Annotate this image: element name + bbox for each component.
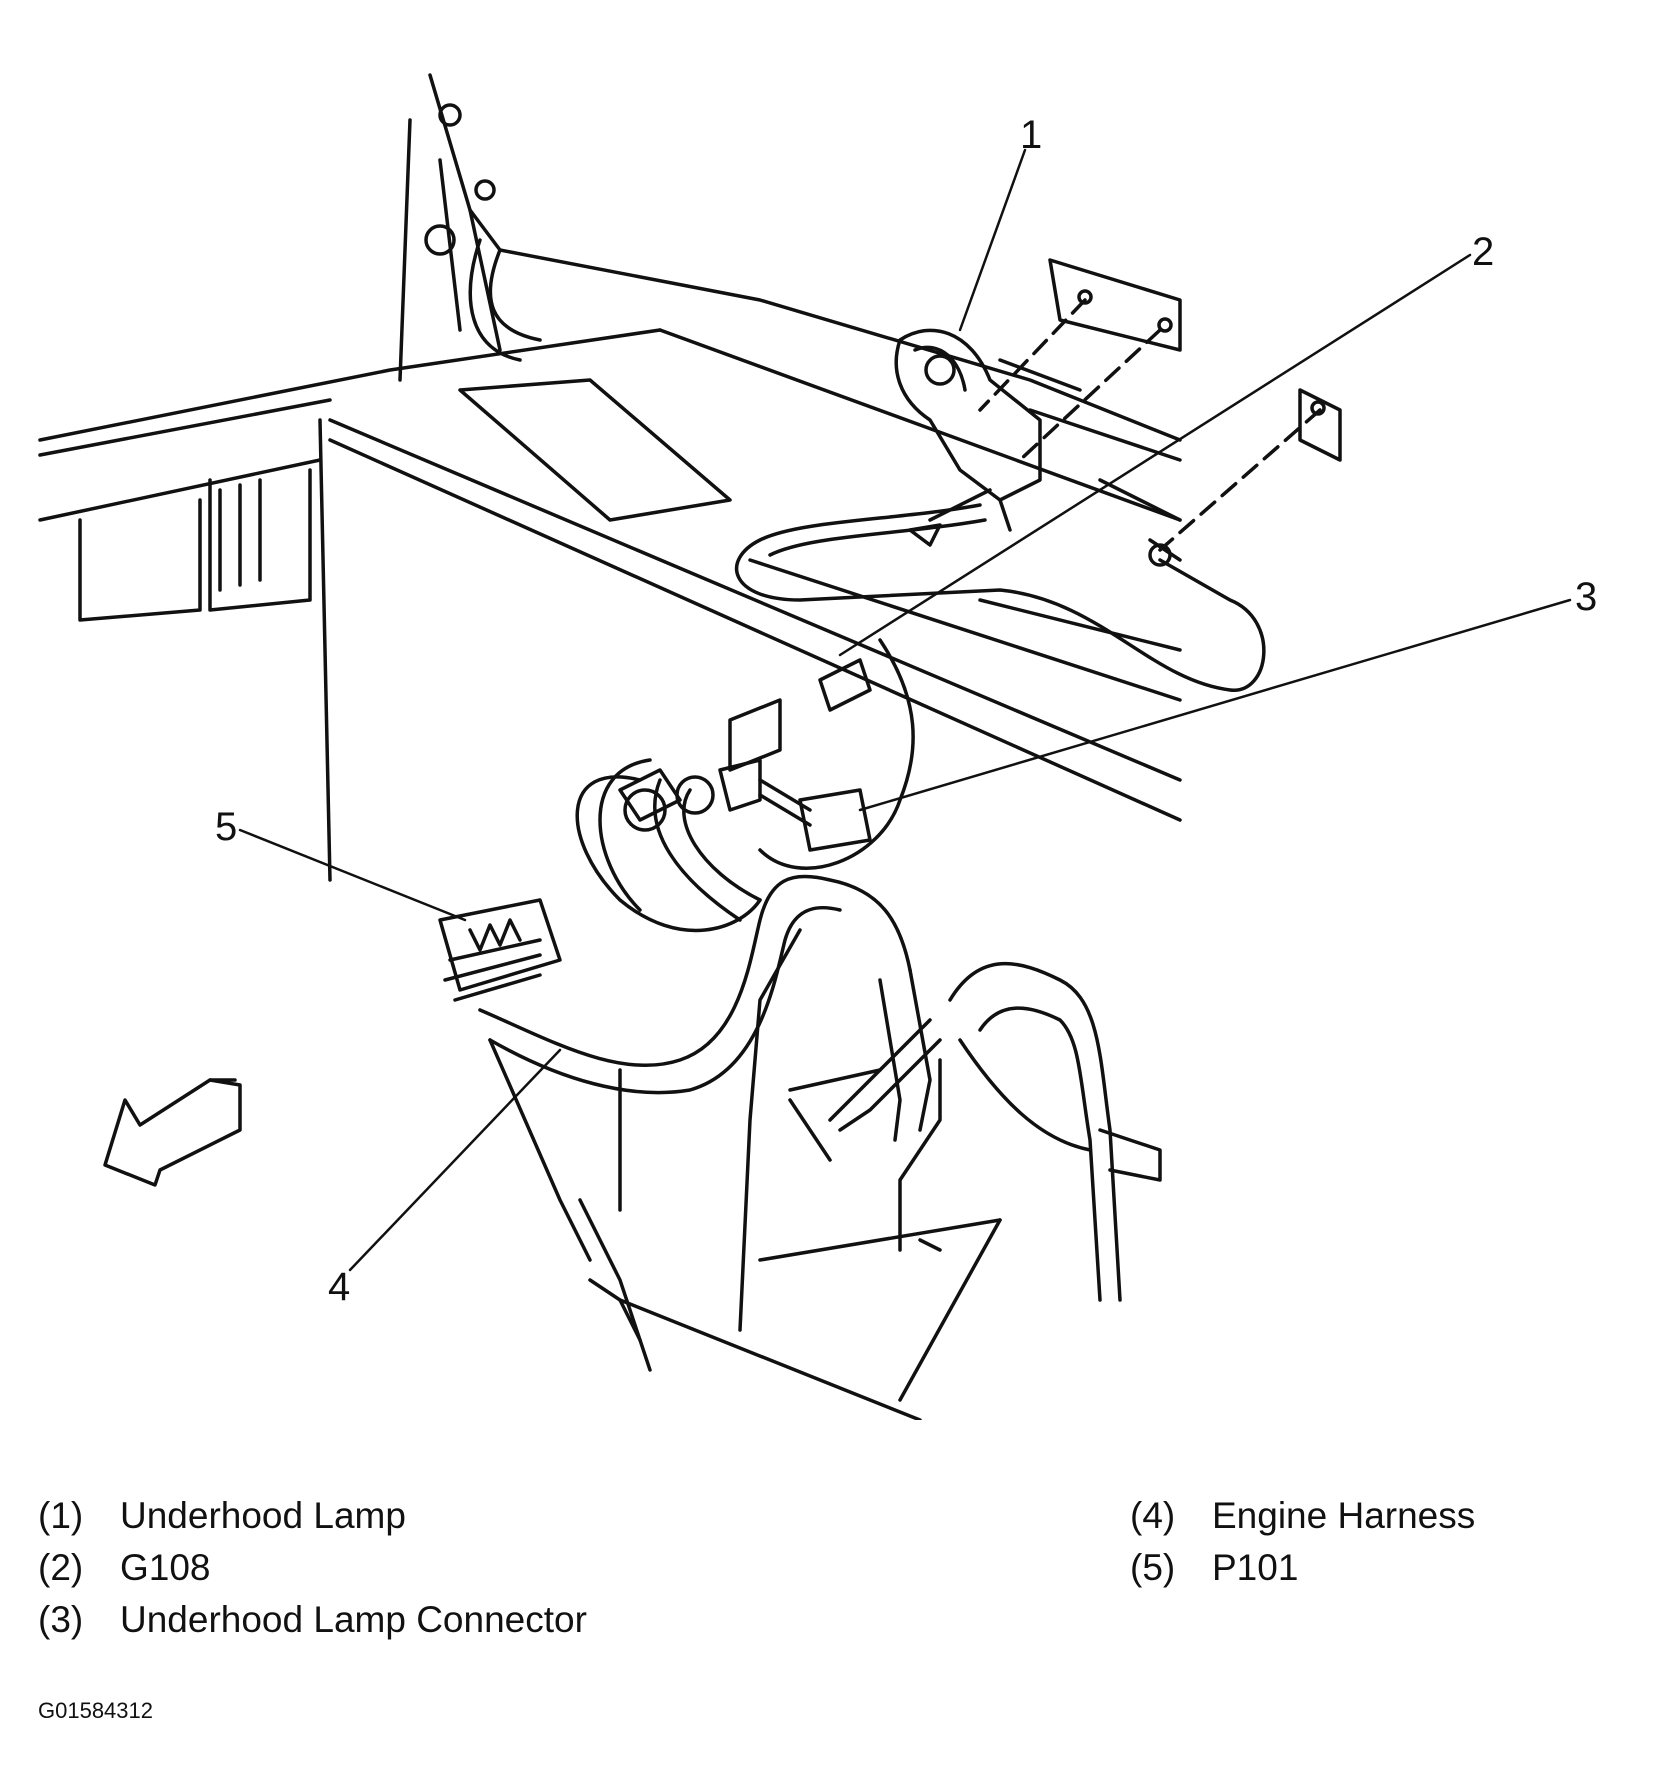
callout-3: 3 bbox=[1575, 575, 1597, 619]
legend-label: G108 bbox=[120, 1547, 211, 1588]
legend-number: (5) bbox=[1130, 1547, 1176, 1588]
callout-5: 5 bbox=[215, 805, 237, 849]
g108-ground bbox=[618, 658, 872, 832]
diagram-drawing: 1 2 3 4 5 bbox=[38, 73, 1597, 1420]
callout-numbers: 1 2 3 4 5 bbox=[215, 113, 1597, 1309]
figure-code: G01584312 bbox=[38, 1698, 153, 1723]
legend-item: (5) P101 bbox=[1130, 1547, 1475, 1599]
support-structure bbox=[488, 928, 1002, 1420]
forward-direction-arrow-icon bbox=[103, 1078, 242, 1187]
legend-number: (4) bbox=[1130, 1495, 1176, 1536]
legend-label: Underhood Lamp Connector bbox=[120, 1599, 587, 1640]
legend-item: (4) Engine Harness bbox=[1130, 1495, 1475, 1547]
engine-harness bbox=[438, 758, 1162, 1302]
legend-item: (3) Underhood Lamp Connector bbox=[38, 1599, 587, 1651]
legend-right-column: (4) Engine Harness (5) P101 bbox=[1130, 1495, 1475, 1599]
callout-4: 4 bbox=[328, 1265, 350, 1309]
callout-2: 2 bbox=[1472, 230, 1494, 274]
legend-number: (1) bbox=[38, 1495, 84, 1536]
legend-label: Underhood Lamp bbox=[120, 1495, 406, 1536]
legend: (1) Underhood Lamp (2) G108 (3) Underhood L… bbox=[0, 1495, 1664, 1695]
lamp-wire bbox=[734, 503, 1266, 870]
underhood-lamp-diagram: 1 2 3 4 5 bbox=[38, 73, 1597, 1420]
hood-panel bbox=[38, 73, 1342, 882]
legend-item: (1) Underhood Lamp bbox=[38, 1495, 587, 1547]
callout-1: 1 bbox=[1020, 113, 1042, 157]
legend-label: Engine Harness bbox=[1212, 1495, 1476, 1536]
legend-left-column: (1) Underhood Lamp (2) G108 (3) Underhood L… bbox=[38, 1495, 587, 1651]
legend-number: (3) bbox=[38, 1599, 84, 1640]
lamp-connector bbox=[718, 758, 872, 852]
legend-number: (2) bbox=[38, 1547, 84, 1588]
legend-label: P101 bbox=[1212, 1547, 1299, 1588]
underhood-lamp bbox=[894, 289, 1326, 552]
legend-item: (2) G108 bbox=[38, 1547, 587, 1599]
leader-lines bbox=[238, 148, 1572, 1272]
